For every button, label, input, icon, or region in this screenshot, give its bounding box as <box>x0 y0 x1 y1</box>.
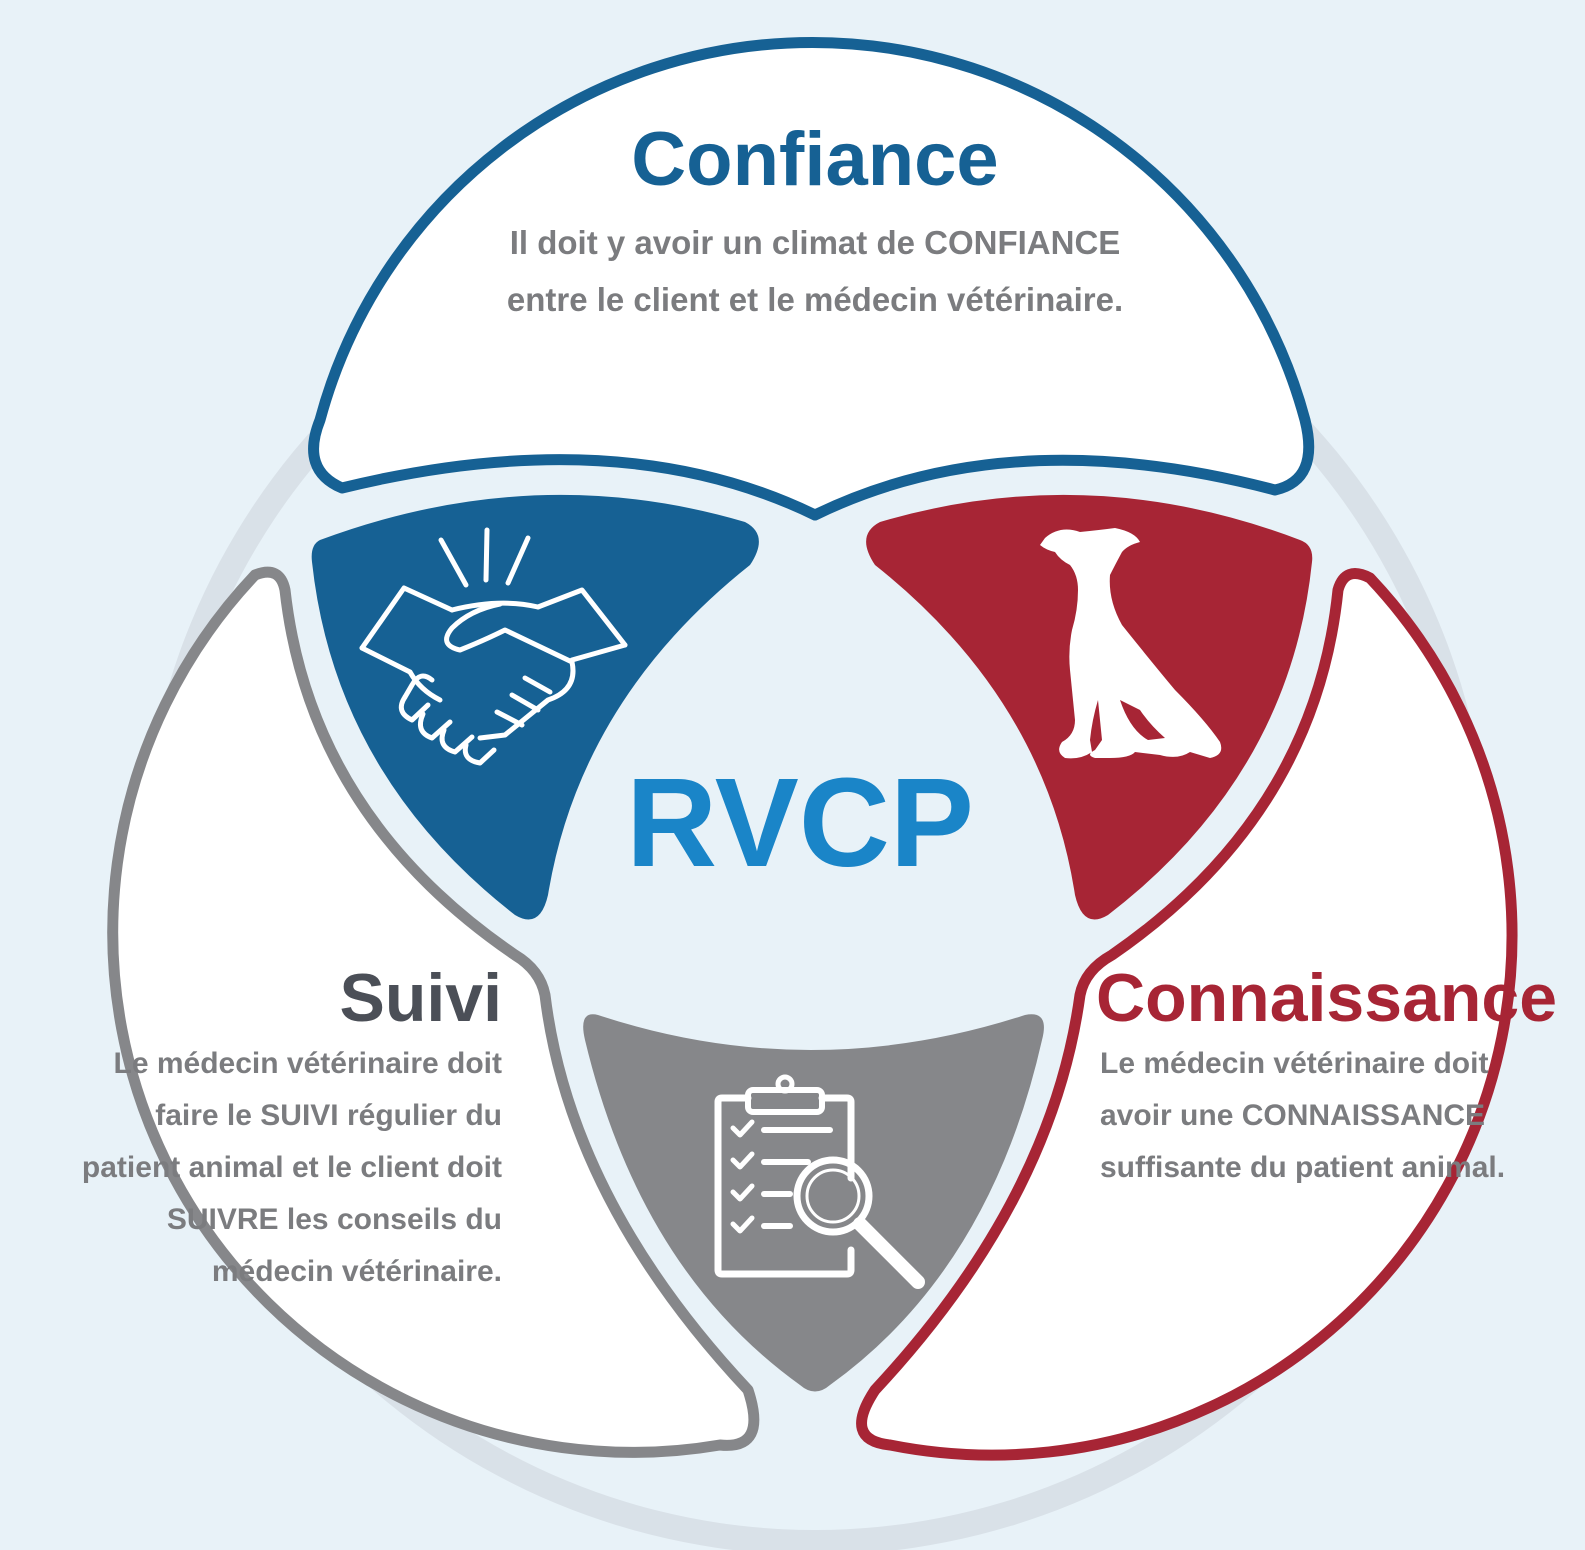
suivi-title: Suivi <box>339 960 503 1036</box>
confiance-description: Il doit y avoir un climat de CONFIANCE e… <box>506 224 1124 318</box>
suivi-petal <box>107 566 760 1458</box>
confiance-petal <box>308 37 1315 521</box>
suivi-wedge <box>583 1014 1044 1392</box>
connaissance-description: Le médecin vétérinaire doit avoir une CO… <box>1100 1047 1506 1184</box>
connaissance-title: Connaissance <box>1096 960 1558 1036</box>
center-label: RVCP <box>626 752 974 893</box>
connaissance-petal <box>856 568 1518 1461</box>
confiance-title: Confiance <box>631 117 999 202</box>
clipboard-magnifier-icon <box>714 1074 925 1289</box>
handshake-icon <box>359 527 628 766</box>
suivi-description: Le médecin vétérinaire doit faire le SUI… <box>81 1047 502 1288</box>
dog-icon <box>1040 528 1222 759</box>
